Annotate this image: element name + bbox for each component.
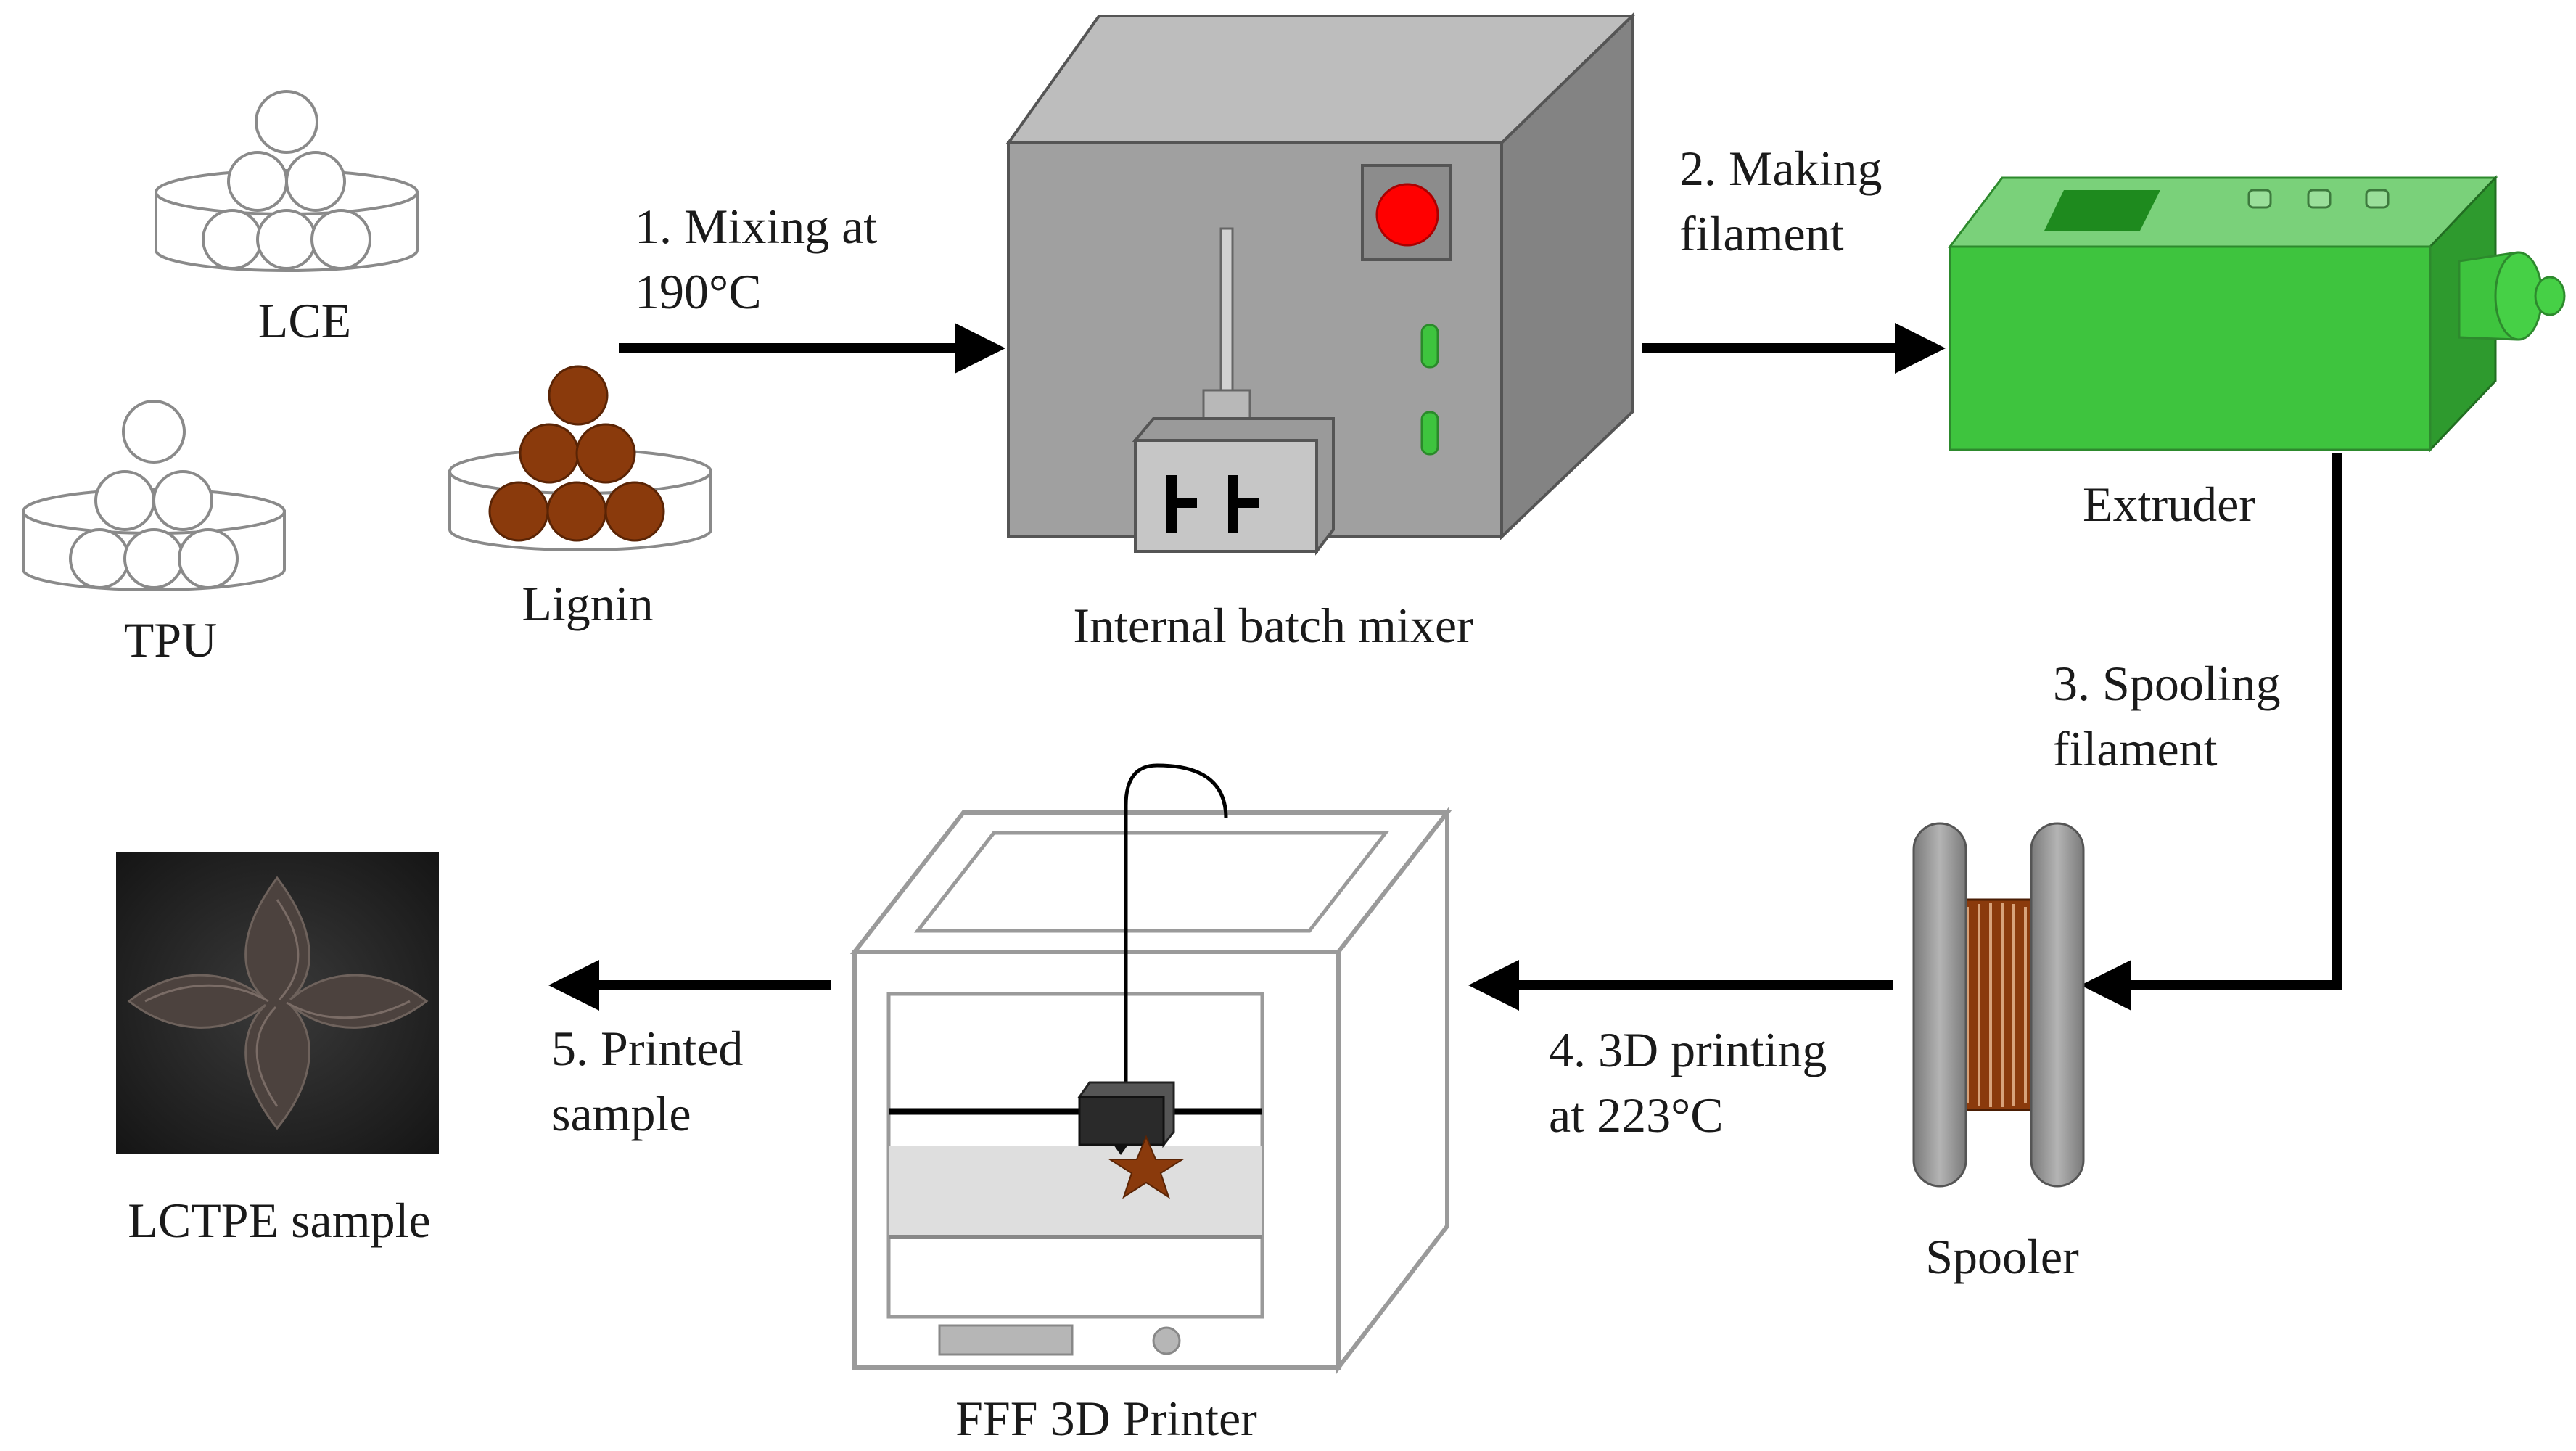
tpu-label: TPU [124, 612, 217, 667]
tpu-pellet-dish [22, 400, 286, 591]
internal-batch-mixer [1005, 12, 1636, 556]
spooler-label: Spooler [1925, 1229, 2079, 1284]
fff-3d-printer [849, 806, 1452, 1374]
step4-line1: 4. 3D printing [1549, 1022, 1827, 1077]
mixer-red-light [1375, 183, 1439, 247]
step1-line2: 190°C [635, 264, 762, 319]
lignin-label: Lignin [522, 576, 653, 631]
step3-label: 3. Spooling filament [2053, 656, 2293, 776]
spooler [1912, 822, 2085, 1188]
step1-label: 1. Mixing at 190°C [635, 199, 889, 319]
step2-label: 2. Making filament [1679, 141, 1895, 261]
extruder-label: Extruder [2083, 477, 2255, 532]
step5-line1: 5. Printed [551, 1021, 743, 1076]
extruder [1947, 175, 2566, 453]
step4-label: 4. 3D printing at 223°C [1549, 1022, 1839, 1143]
mixer-label: Internal batch mixer [1073, 598, 1473, 653]
lce-label: LCE [258, 293, 351, 348]
step1-line1: 1. Mixing at [635, 199, 877, 254]
step3-arrow [2081, 453, 2342, 1011]
print-head [1077, 1081, 1175, 1155]
printed-star [1107, 1135, 1185, 1199]
printer-label: FFF 3D Printer [955, 1391, 1257, 1446]
step5-line2: sample [551, 1086, 691, 1141]
step3-line2: filament [2053, 721, 2218, 776]
step2-line2: filament [1679, 206, 1844, 261]
lctpe-sample-photo [116, 852, 439, 1154]
lignin-pellet-dish [448, 365, 712, 551]
step4-line2: at 223°C [1549, 1088, 1724, 1143]
sample-label: LCTPE sample [128, 1193, 430, 1248]
filament-cable [1124, 763, 1228, 1088]
step2-line1: 2. Making [1679, 141, 1882, 196]
step5-label: 5. Printed sample [551, 1021, 755, 1141]
step3-line1: 3. Spooling [2053, 656, 2281, 711]
lce-pellet-dish [155, 90, 419, 272]
